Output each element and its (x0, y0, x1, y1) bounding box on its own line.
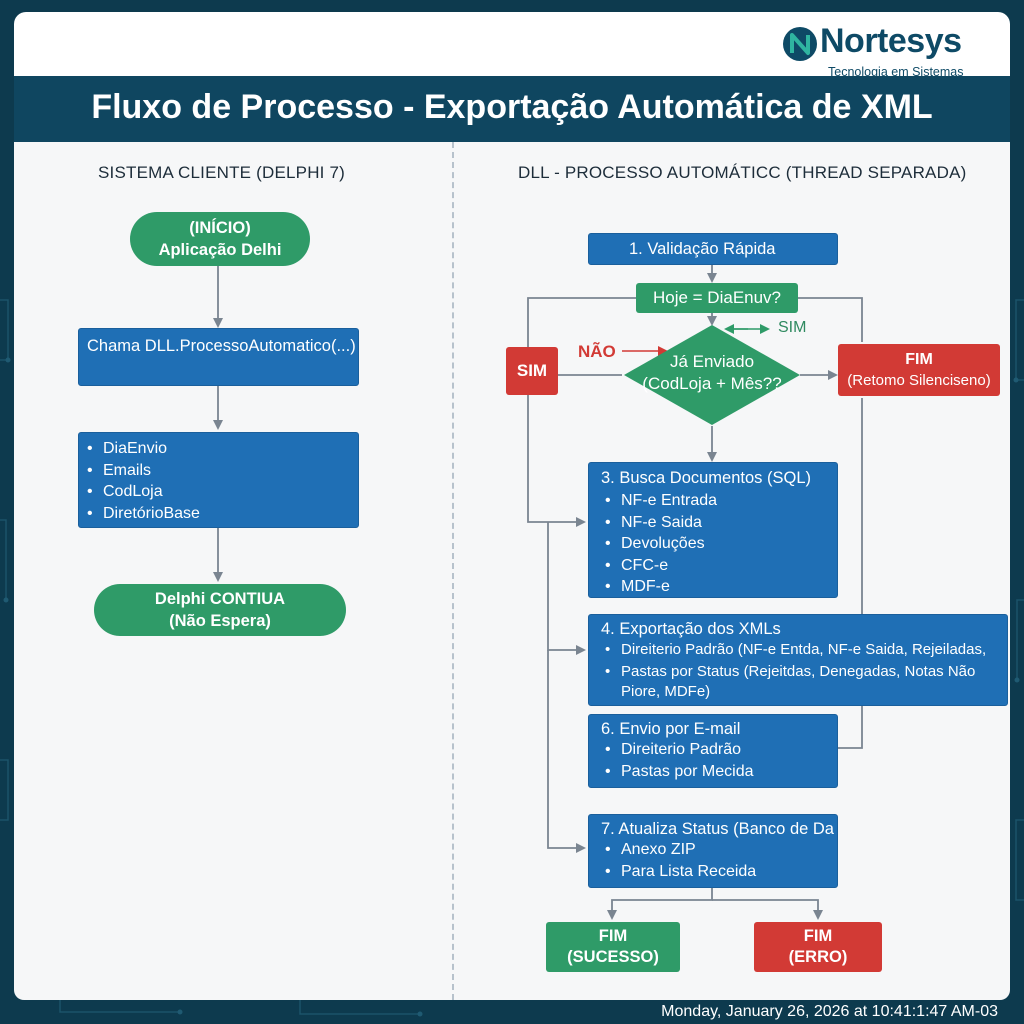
connector-rail-step4 (547, 522, 586, 655)
step7-box: 7. Atualiza Status (Banco de Da Anexo ZI… (588, 814, 838, 888)
params-box: DiaEnvio Emails CodLoja DiretórioBase (78, 432, 359, 528)
step3-item: MDF-e (601, 576, 837, 598)
connector-step7-split (607, 888, 713, 920)
call-dll-label: Chama DLL.ProcessoAutomatico(...) (87, 337, 356, 355)
connector-rail-step7 (547, 650, 586, 853)
step3-box: 3. Busca Documentos (SQL) NF-e Entrada N… (588, 462, 838, 598)
brand-name: Nortesys (820, 22, 962, 60)
fim-success-line1: FIM (598, 927, 628, 945)
start-line2: Aplicação Delhi (158, 241, 282, 259)
end-left-line2: (Não Espera) (169, 612, 271, 630)
left-column-header: SISTEMA CLIENTE (DELPHI 7) (98, 163, 346, 182)
end-left-line1: Delphi CONTIUA (154, 590, 286, 608)
end-terminal-left: Delphi CONTIUA (Não Espera) (94, 584, 346, 636)
step4-box: 4. Exportação dos XMLs Direiterio Padrão… (588, 614, 1008, 706)
decision-diamond (624, 325, 800, 425)
fim-error-line2: (ERRO) (788, 948, 848, 966)
step4-title: 4. Exportação dos XMLs (601, 620, 781, 638)
fim-silent-line1: FIM (905, 351, 933, 368)
connector-check-loop-right (798, 297, 863, 342)
diagram-panel (14, 142, 1010, 1000)
step7-title: 7. Atualiza Status (Banco de Da (601, 820, 834, 838)
start-terminal: (INÍCIO) Aplicação Delhi (130, 212, 310, 266)
step3-item: Devoluções (601, 533, 837, 555)
diamond-line1: Já Enviado (669, 352, 755, 371)
param-item: CodLoja (83, 481, 358, 503)
step6-box: 6. Envio por E-mail Direiterio Padrão Pa… (588, 714, 838, 788)
step1-label: 1. Validação Rápida (629, 240, 776, 258)
diamond-label: Já Enviado (CodLoja + Mês?? (632, 351, 792, 395)
step4-continuation: Piore, MDFe) (621, 683, 711, 700)
start-line1: (INÍCIO) (189, 219, 251, 237)
right-column-header: DLL - PROCESSO AUTOMÁTICC (THREAD SEPARA… (518, 163, 967, 182)
nao-label: NÃO (578, 342, 616, 361)
step4-list: Direiterio Padrão (NF-e Entda, NF-e Said… (601, 639, 1007, 682)
fim-error-line1: FIM (803, 927, 833, 945)
step4-item: Pastas por Status (Rejeitdas, Denegadas,… (601, 661, 1007, 683)
step3-item: CFC-e (601, 555, 837, 577)
column-divider (452, 142, 454, 1000)
nortesys-logo-icon (783, 27, 817, 61)
step3-item: NF-e Entrada (601, 490, 837, 512)
brand-tagline: Tecnologia em Sistemas (828, 65, 964, 79)
title-band: Fluxo de Processo - Exportação Automátic… (14, 76, 1010, 142)
params-list: DiaEnvio Emails CodLoja DiretórioBase (83, 438, 358, 524)
check-date-box: Hoje = DiaEnuv? (636, 283, 798, 313)
step4-item: Direiterio Padrão (NF-e Entda, NF-e Said… (601, 639, 1007, 661)
step6-title: 6. Envio por E-mail (601, 720, 741, 738)
call-dll-box: Chama DLL.ProcessoAutomatico(...) (78, 328, 359, 386)
connector-step6-loop-right (838, 398, 863, 749)
timestamp: Monday, January 26, 2026 at 10:41:1:47 A… (661, 1003, 998, 1020)
step3-item: NF-e Saida (601, 512, 837, 534)
brand-logo: Nortesys Tecnologia em Sistemas (780, 22, 990, 79)
connector-check-loop-left (527, 297, 636, 527)
sim-label-top: SIM (778, 319, 807, 336)
step1-box: 1. Validação Rápida (588, 233, 838, 265)
sim-box: SIM (506, 347, 558, 395)
fim-silent-box: FIM (Retomo Silenciseno) (838, 344, 1000, 396)
step7-item: Anexo ZIP (601, 839, 837, 861)
param-item: Emails (83, 460, 358, 482)
step6-item: Pastas por Mecida (601, 761, 837, 783)
step6-list: Direiterio Padrão Pastas por Mecida (601, 739, 837, 782)
param-item: DiretórioBase (83, 503, 358, 525)
step7-list: Anexo ZIP Para Lista Receida (601, 839, 837, 882)
fim-error-box: FIM (ERRO) (754, 922, 882, 972)
page-title: Fluxo de Processo - Exportação Automátic… (91, 88, 933, 126)
fim-success-line2: (SUCESSO) (567, 948, 659, 966)
step3-list: NF-e Entrada NF-e Saida Devoluções CFC-e… (601, 490, 837, 598)
param-item: DiaEnvio (83, 438, 358, 460)
diamond-line2: (CodLoja + Mês?? (642, 374, 782, 393)
header-panel: Nortesys Tecnologia em Sistemas (14, 12, 1010, 79)
step3-title: 3. Busca Documentos (SQL) (601, 469, 812, 487)
step7-item: Para Lista Receida (601, 861, 837, 883)
fim-silent-line2: (Retomo Silenciseno) (847, 372, 991, 389)
step6-item: Direiterio Padrão (601, 739, 837, 761)
fim-success-box: FIM (SUCESSO) (546, 922, 680, 972)
connector-step7-error (712, 899, 823, 920)
